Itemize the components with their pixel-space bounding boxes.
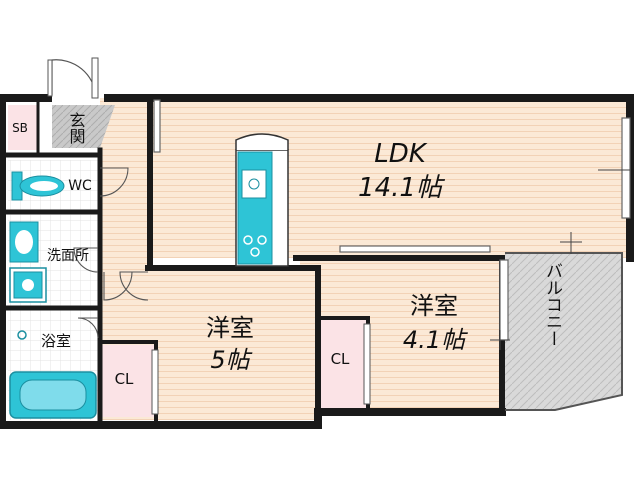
bathtub: [9, 330, 97, 419]
closet2-label: CL: [331, 350, 350, 368]
washbasin: [9, 221, 39, 263]
closet1-label: CL: [115, 370, 134, 388]
western2-size: 4.1帖: [403, 326, 468, 354]
western1-size: 5帖: [210, 346, 252, 374]
ldk-floor: [150, 98, 628, 258]
ldk-label: LDK: [374, 139, 428, 169]
washroom-label: 洗面所: [47, 248, 89, 264]
western1-label: 洋室: [206, 314, 254, 342]
hall-floor: [100, 98, 152, 270]
closet2-floor: [318, 320, 366, 408]
toilet-fixture: [11, 171, 65, 201]
ldk-size: 14.1帖: [358, 173, 446, 203]
balcony-outline: [505, 252, 623, 411]
shoebox-floor: [8, 105, 38, 150]
western2-label: 洋室: [410, 292, 458, 320]
balcony-label: バルコニー: [542, 262, 562, 347]
balcony-floor: [505, 253, 622, 410]
entrance-floor: [52, 105, 115, 148]
kitchen-counter: [235, 133, 289, 267]
closet1-floor: [102, 345, 154, 417]
shoebox-label: SB: [12, 121, 28, 135]
entrance-door[interactable]: [47, 57, 99, 99]
entrance-label: 玄関: [67, 112, 86, 145]
washing-machine-pan: [9, 267, 47, 303]
bathroom-label: 浴室: [41, 332, 71, 350]
toilet-label: WC: [68, 178, 92, 194]
